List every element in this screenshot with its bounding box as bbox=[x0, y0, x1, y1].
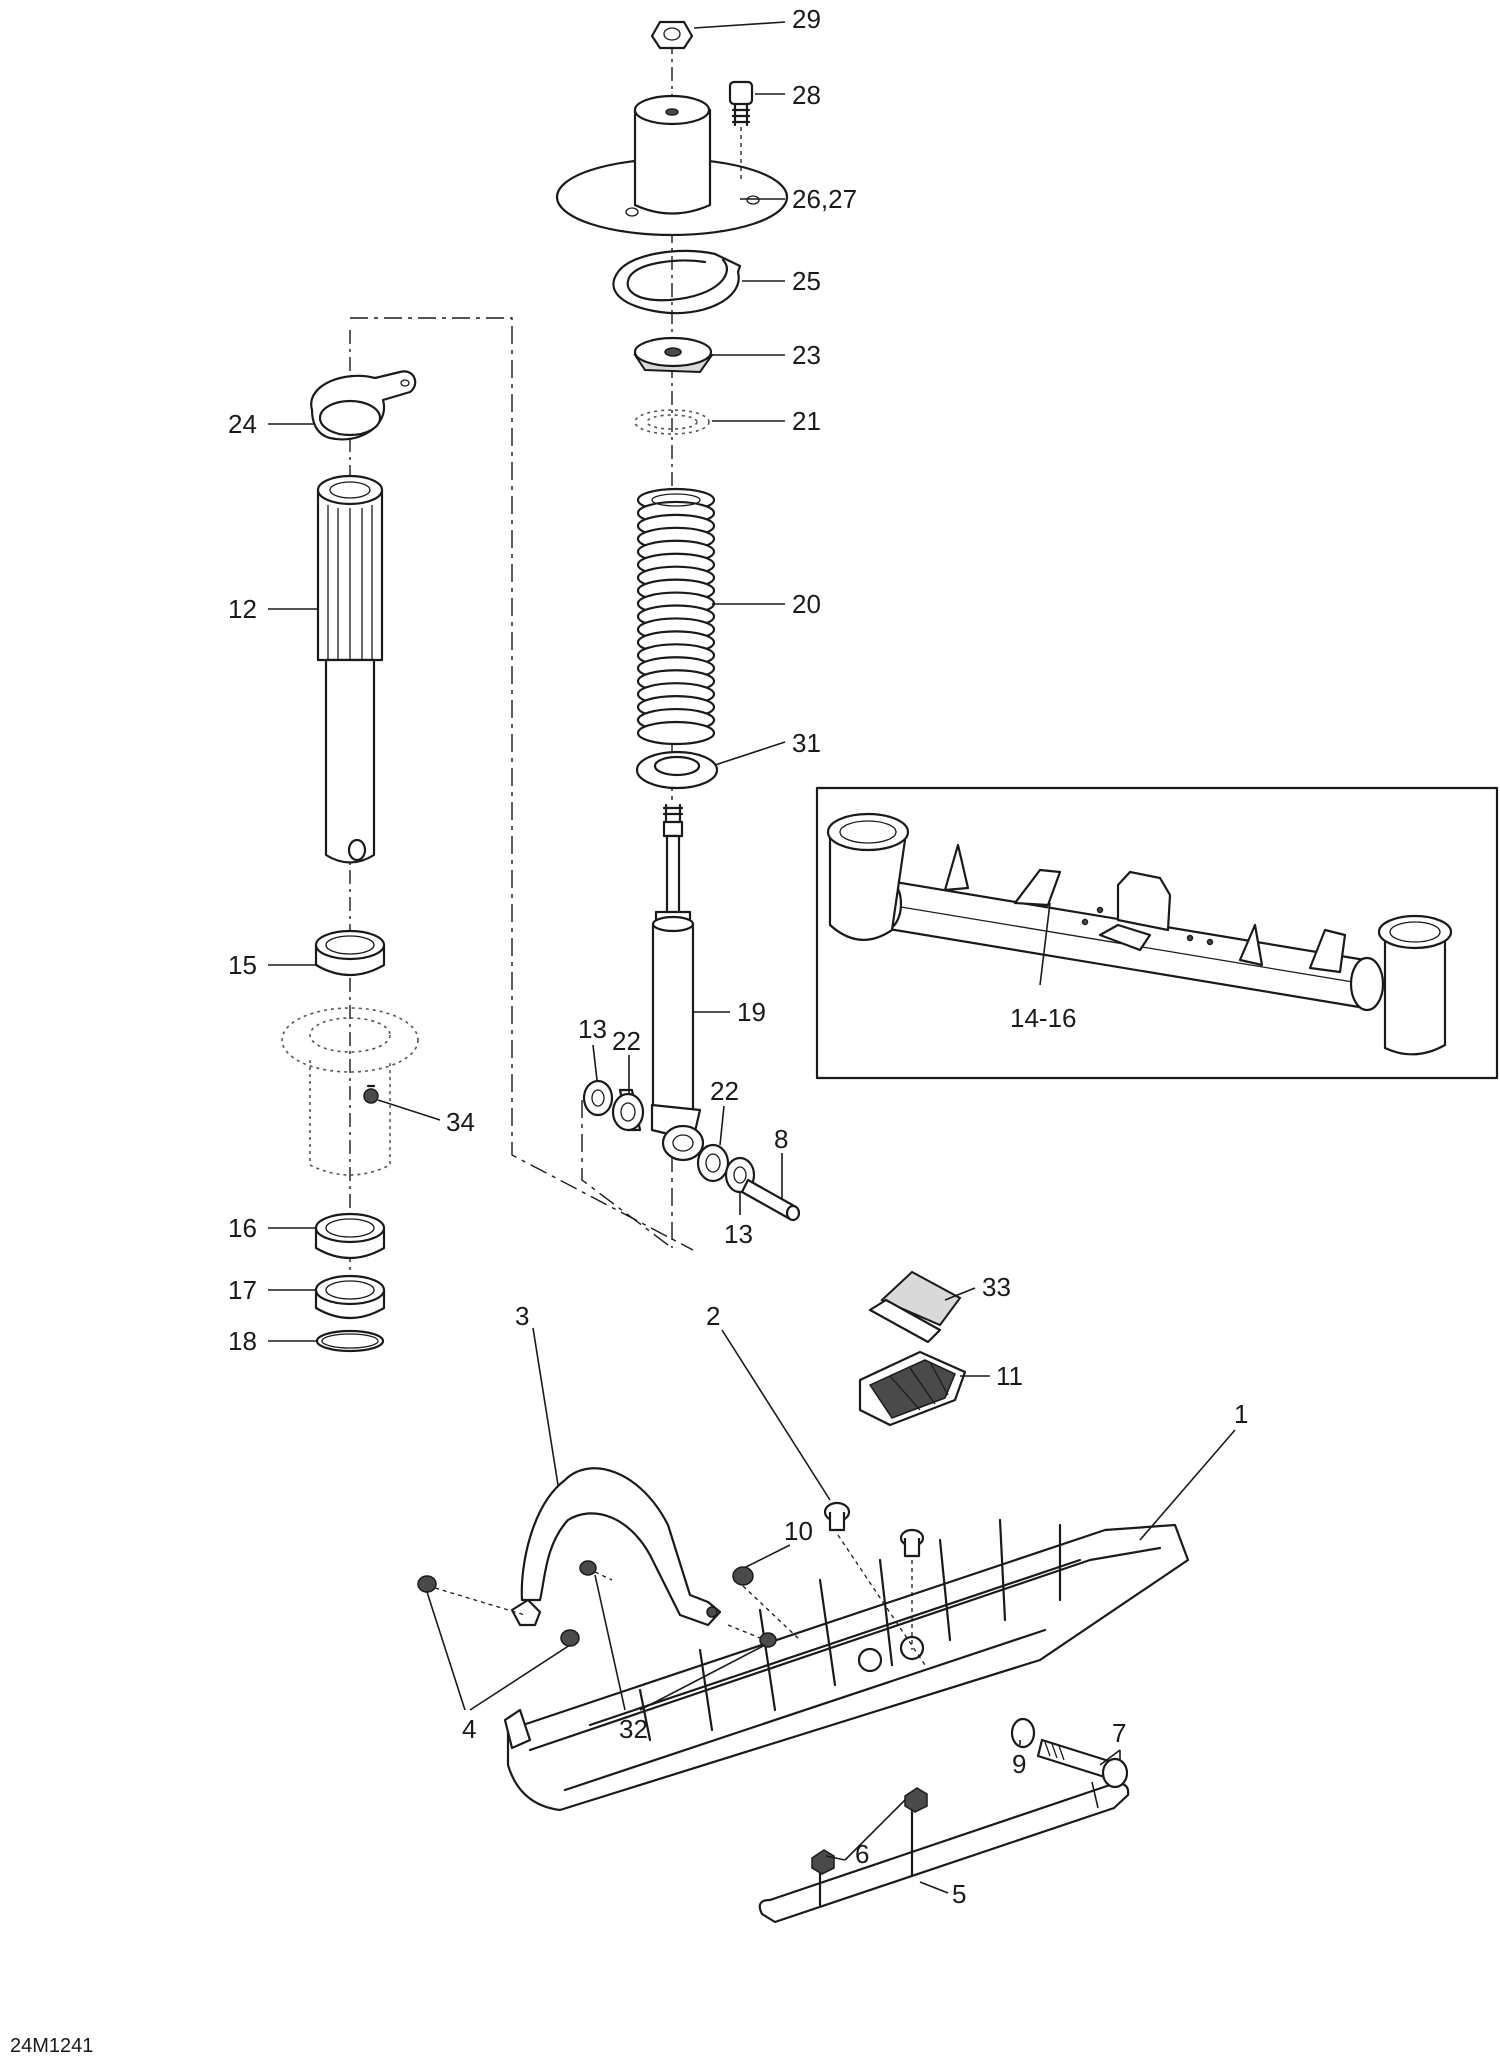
part-17-bushing bbox=[314, 1274, 386, 1319]
spring-top-opening bbox=[651, 493, 701, 507]
part-25-retaining-ring bbox=[612, 249, 742, 315]
callout-25: 25 bbox=[792, 266, 821, 296]
part-19-shock-absorber bbox=[650, 803, 705, 1162]
part-32-screws bbox=[579, 1560, 777, 1648]
callout-28: 28 bbox=[792, 80, 821, 110]
callout-13-right: 13 bbox=[724, 1219, 753, 1249]
callout-24: 24 bbox=[228, 409, 257, 439]
callout-29: 29 bbox=[792, 4, 821, 34]
callout-23: 23 bbox=[792, 340, 821, 370]
part-24-lock-ring bbox=[310, 370, 417, 441]
part-31-spring-seat bbox=[635, 750, 719, 790]
callout-26-27: 26,27 bbox=[792, 184, 857, 214]
callout-7: 7 bbox=[1112, 1718, 1126, 1748]
part-20-coil-spring bbox=[636, 487, 716, 746]
part-7-bolt bbox=[1036, 1738, 1129, 1789]
callout-22-left: 22 bbox=[612, 1026, 641, 1056]
callout-19: 19 bbox=[737, 997, 766, 1027]
callout-4: 4 bbox=[462, 1714, 476, 1744]
part-8-pin bbox=[740, 1178, 801, 1222]
callout-1: 1 bbox=[1234, 1399, 1248, 1429]
part-23-spring-seat bbox=[633, 336, 714, 374]
part-1-ski bbox=[503, 1518, 1190, 1812]
callout-18: 18 bbox=[228, 1326, 257, 1356]
part-29-nut bbox=[650, 20, 694, 50]
part-6-nuts bbox=[811, 1787, 928, 1875]
part-10-screw bbox=[732, 1566, 801, 1641]
callout-13-left: 13 bbox=[578, 1014, 607, 1044]
part-28-screw bbox=[728, 80, 754, 180]
callout-22-right: 22 bbox=[710, 1076, 739, 1106]
part-2-nut bbox=[823, 1501, 926, 1666]
callout-labels: 29 28 26,27 25 23 21 20 31 19 24 12 15 3… bbox=[10, 4, 1248, 2057]
callout-15: 15 bbox=[228, 950, 257, 980]
leader-lines bbox=[268, 21, 1236, 1894]
callout-33: 33 bbox=[982, 1272, 1011, 1302]
callout-10: 10 bbox=[784, 1516, 813, 1546]
part-4-screws bbox=[417, 1575, 580, 1647]
callout-2: 2 bbox=[706, 1301, 720, 1331]
drawing-code: 24M1241 bbox=[10, 2035, 93, 2057]
callout-20: 20 bbox=[792, 589, 821, 619]
part-15-upper-bushing bbox=[314, 929, 386, 976]
spring-coil bbox=[636, 720, 716, 746]
part-11-pad bbox=[858, 1350, 967, 1427]
steering-housing-ghost bbox=[281, 1007, 419, 1176]
part-5-runner bbox=[758, 1782, 1130, 1924]
part-3-ski-loop bbox=[510, 1467, 722, 1627]
part-22-bushing-left bbox=[611, 1088, 645, 1132]
part-33-protector-plate bbox=[868, 1270, 962, 1344]
callout-12: 12 bbox=[228, 594, 257, 624]
callout-31: 31 bbox=[792, 728, 821, 758]
callout-9: 9 bbox=[1012, 1749, 1026, 1779]
part-22-bushing-right bbox=[696, 1143, 730, 1183]
part-18-circlip bbox=[315, 1329, 385, 1353]
callout-17: 17 bbox=[228, 1275, 257, 1305]
part-21-clip bbox=[634, 409, 710, 435]
callout-5: 5 bbox=[952, 1879, 966, 1909]
callout-3: 3 bbox=[515, 1301, 529, 1331]
callout-14-16: 14-16 bbox=[1010, 1003, 1077, 1033]
part-26-27-top-cap bbox=[555, 94, 789, 237]
part-12-splined-spindle bbox=[316, 474, 384, 864]
part-9-washer bbox=[1010, 1717, 1036, 1749]
callout-32: 32 bbox=[619, 1714, 648, 1744]
callout-8: 8 bbox=[774, 1124, 788, 1154]
part-34-grease-fitting bbox=[363, 1084, 379, 1104]
callout-6: 6 bbox=[855, 1839, 869, 1869]
inset-crossmember-14-16 bbox=[815, 786, 1499, 1080]
callout-11: 11 bbox=[996, 1361, 1023, 1391]
part-13-washer-left bbox=[582, 1079, 614, 1117]
callout-21: 21 bbox=[792, 406, 821, 436]
callout-34: 34 bbox=[446, 1107, 475, 1137]
callout-16: 16 bbox=[228, 1213, 257, 1243]
part-16-lower-bushing bbox=[314, 1212, 386, 1259]
